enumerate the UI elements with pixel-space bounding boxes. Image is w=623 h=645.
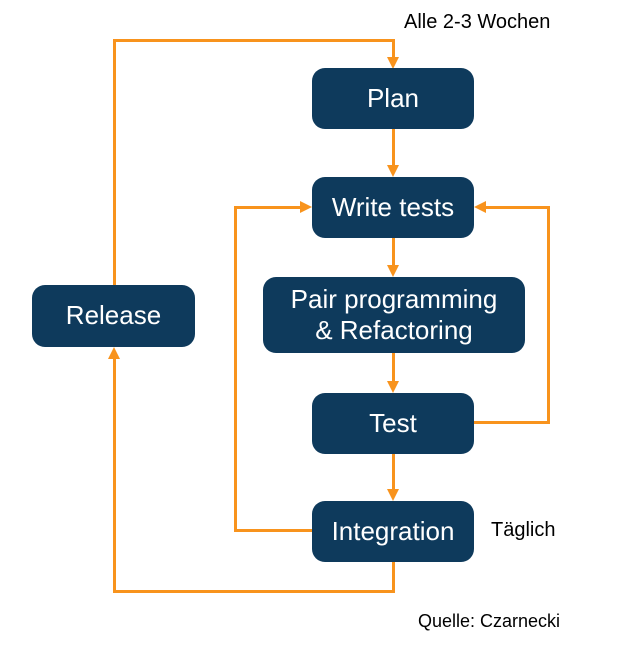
edge-segment-integration-to-writetests-up <box>234 206 237 532</box>
arrowhead-into-test <box>387 381 399 393</box>
node-write-tests: Write tests <box>312 177 474 238</box>
edge-segment-test-to-writetests-out <box>474 421 550 424</box>
arrowhead-into-release-bottom <box>108 347 120 359</box>
node-label-plan: Plan <box>366 82 420 113</box>
edge-segment-release-to-plan-top <box>113 39 395 42</box>
node-label-write-tests: Write tests <box>331 191 455 222</box>
node-label-integration: Integration <box>331 515 455 546</box>
node-label-test: Test <box>369 407 417 438</box>
arrowhead-into-pair <box>387 265 399 277</box>
edge-segment-integration-to-release-drop <box>392 562 395 593</box>
node-integration: Integration <box>312 501 474 562</box>
node-test: Test <box>312 393 474 454</box>
edge-segment-release-to-plan-drop <box>392 39 395 58</box>
daily-frequency-label: Täglich <box>491 519 556 541</box>
arrowhead-into-writetests-top <box>387 165 399 177</box>
source-credit-label: Quelle: Czarnecki <box>418 611 561 631</box>
edge-segment-test-to-writetests-in <box>486 206 550 209</box>
arrowhead-into-writetests-right <box>474 201 486 213</box>
arrowhead-into-writetests-left <box>300 201 312 213</box>
node-plan: Plan <box>312 68 474 129</box>
edge-segment-integration-to-release-up <box>113 359 116 593</box>
edge-segment-integration-to-writetests-in <box>234 206 301 209</box>
edge-segment-integration-to-release-bottom <box>113 590 395 593</box>
edge-segment-pair-to-test <box>392 353 395 382</box>
node-release: Release <box>32 285 195 347</box>
arrowhead-into-plan <box>387 57 399 69</box>
edge-segment-integration-to-writetests-out <box>234 529 312 532</box>
node-label-pair-programming: Pair programming & Refactoring <box>290 283 498 345</box>
edge-segment-test-to-writetests-up <box>547 206 550 424</box>
edge-segment-test-to-integration <box>392 454 395 490</box>
edge-segment-writetests-to-pair <box>392 238 395 266</box>
edge-segment-release-to-plan-up <box>113 39 116 285</box>
node-label-release: Release <box>65 300 162 331</box>
arrowhead-into-integration <box>387 489 399 501</box>
edge-segment-plan-to-writetests <box>392 129 395 166</box>
node-pair-programming: Pair programming & Refactoring <box>263 277 525 353</box>
cycle-frequency-label: Alle 2-3 Wochen <box>404 11 551 33</box>
